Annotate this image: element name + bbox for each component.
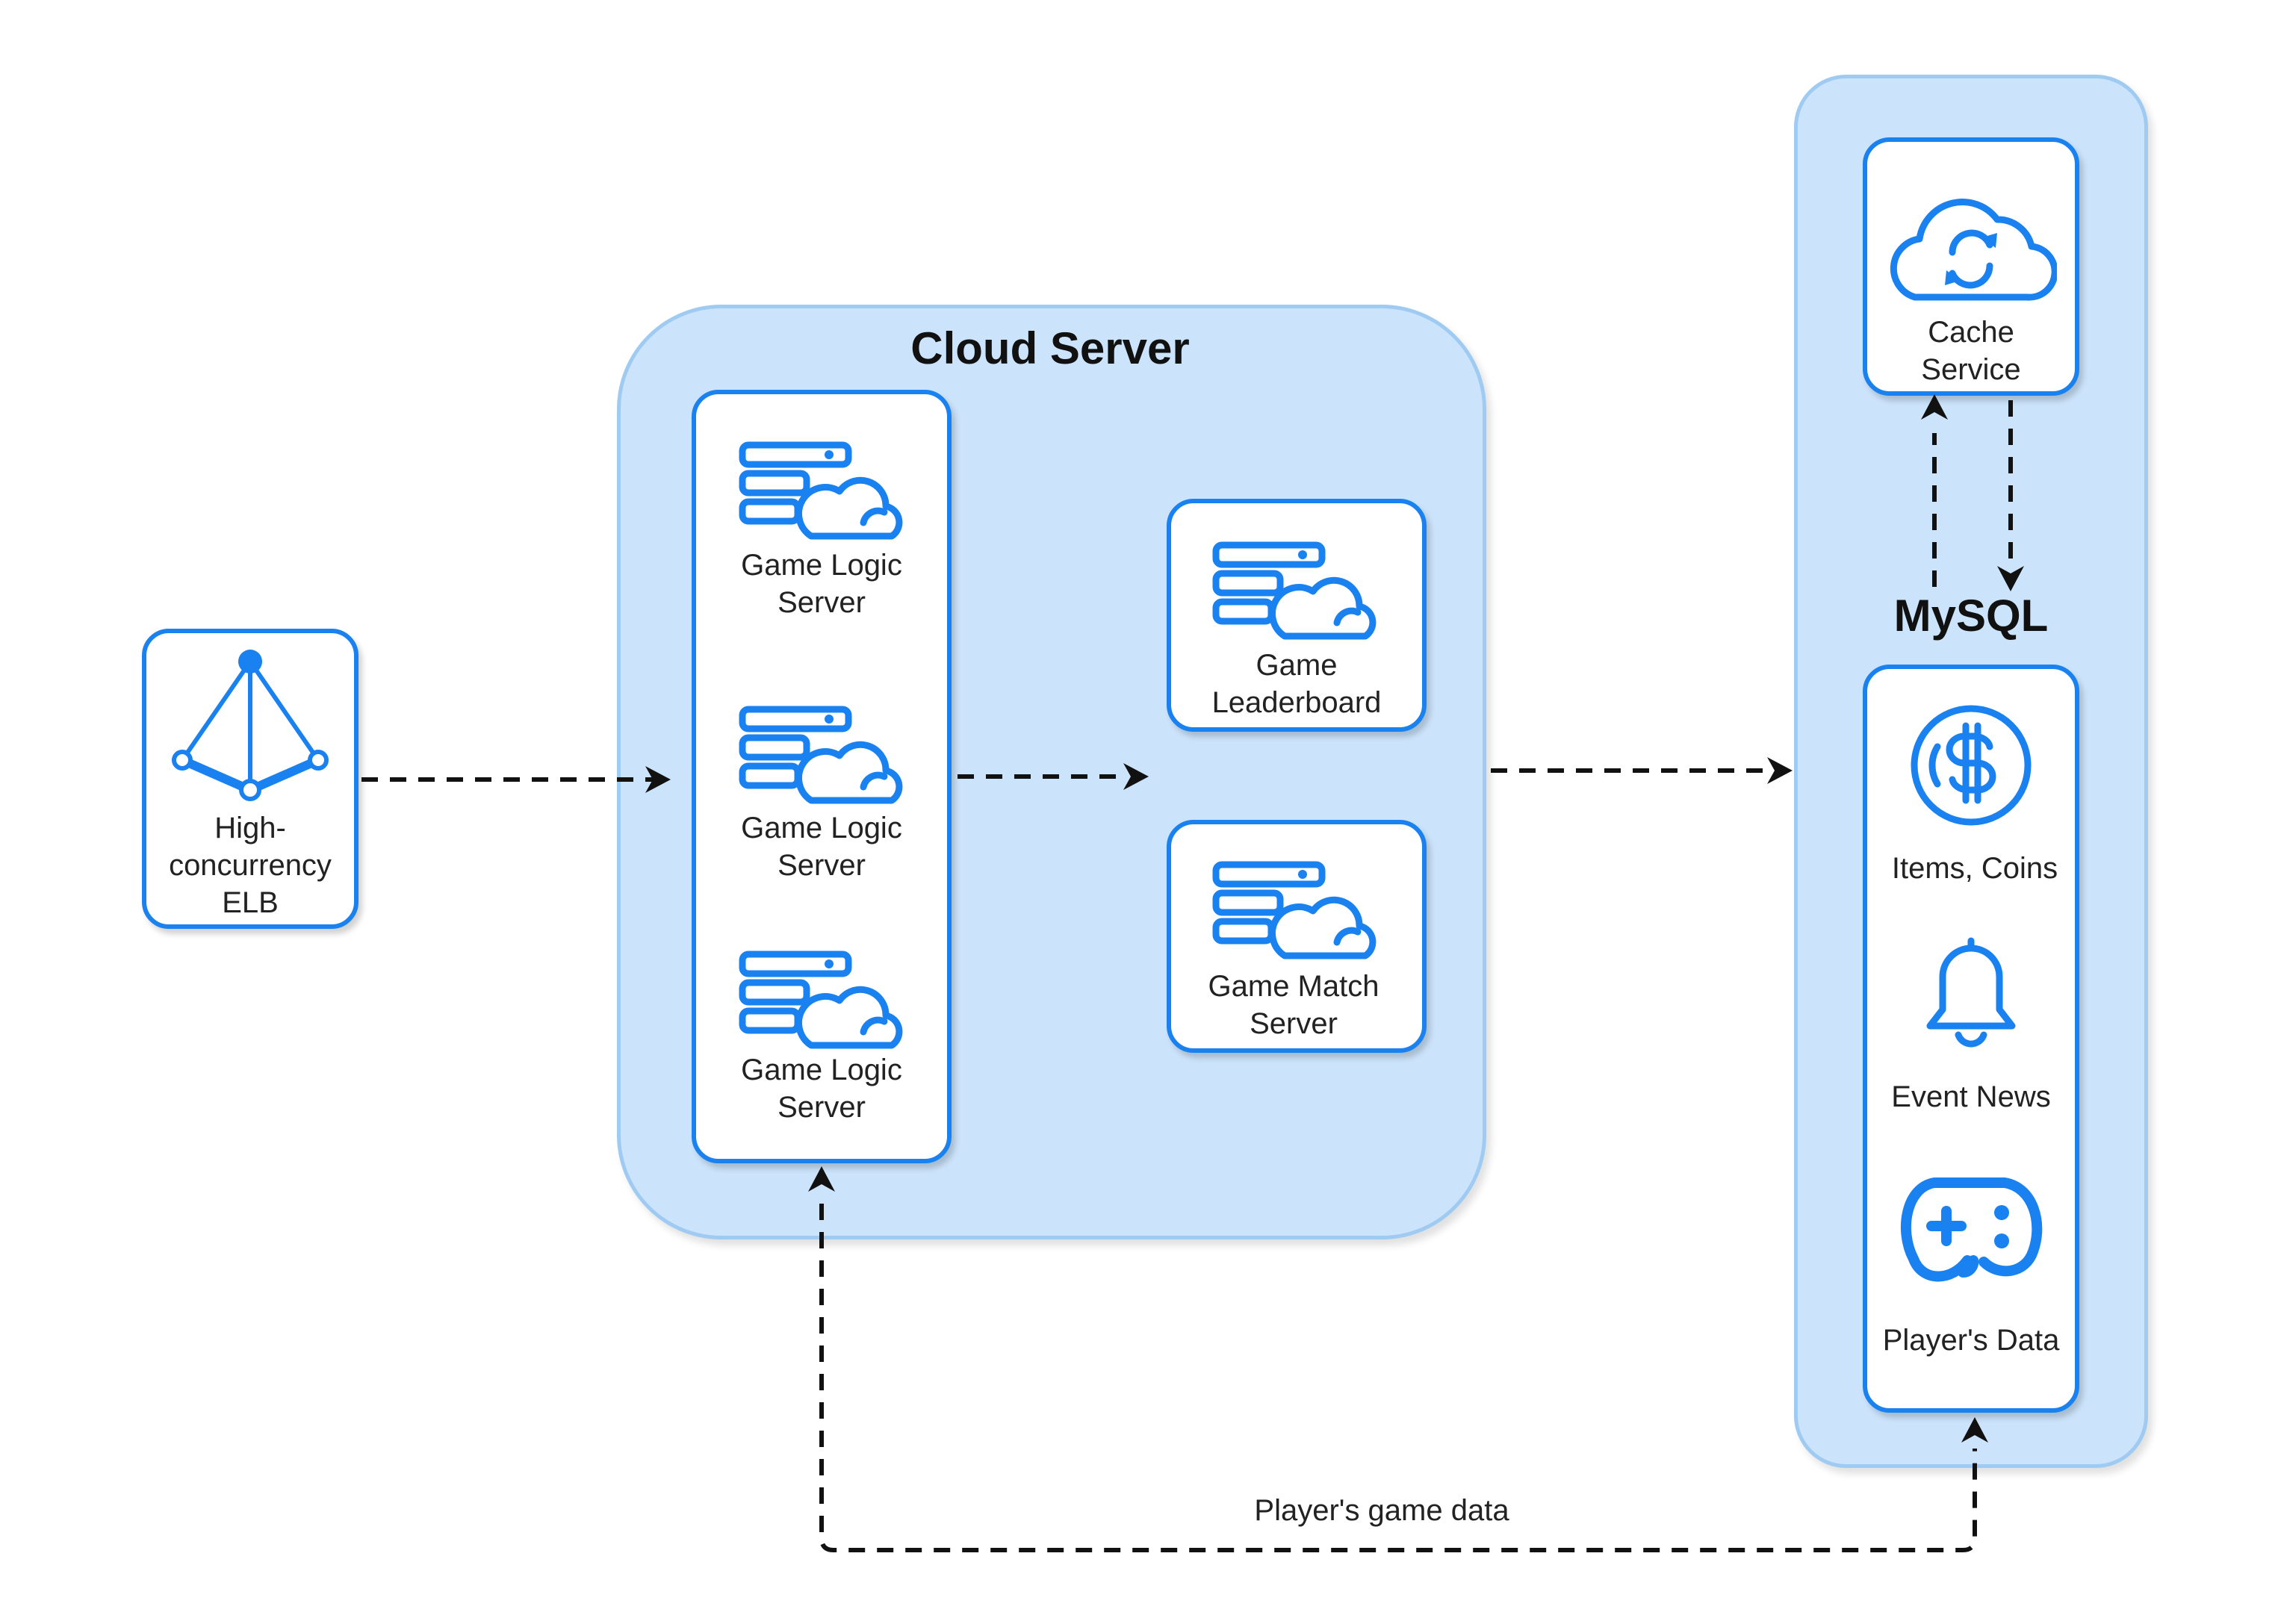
- dollar-coin-icon: [1911, 705, 2032, 826]
- cloud-server-title: Cloud Server: [910, 323, 1190, 373]
- game-leaderboard-node[interactable]: [1167, 499, 1427, 732]
- mysql-title: MySQL: [1893, 591, 2049, 641]
- items-coins-label: Items, Coins: [1891, 852, 2058, 885]
- server-cloud-icon: [739, 706, 903, 804]
- players-game-data-label: Player's game data: [1254, 1494, 1509, 1527]
- game-match-server-label: Game Match Server: [1208, 970, 1379, 1040]
- game-logic-servers-card: [692, 390, 952, 1163]
- cache-service-node[interactable]: [1863, 137, 2079, 396]
- server-cloud-icon: [739, 441, 903, 540]
- cloud-sync-icon: [1890, 199, 2057, 301]
- players-data-label: Player's Data: [1882, 1324, 2060, 1357]
- game-match-server-node[interactable]: [1167, 820, 1427, 1053]
- bell-icon: [1926, 937, 2016, 1048]
- cache-service-label: Cache Service: [1921, 316, 2021, 386]
- server-cloud-icon: [739, 951, 903, 1049]
- server-cloud-icon: [1212, 861, 1377, 959]
- game-logic-server-2-label: Game Logic Server: [741, 812, 902, 882]
- event-news-label: Event News: [1891, 1080, 2051, 1113]
- server-cloud-icon: [1212, 541, 1377, 640]
- gamepad-icon: [1900, 1177, 2043, 1282]
- game-logic-server-1-label: Game Logic Server: [741, 549, 902, 619]
- game-leaderboard-label: Game Leaderboard: [1211, 649, 1382, 719]
- load-balancer-icon: [172, 650, 329, 801]
- arrowhead: [1767, 757, 1793, 784]
- elb-label: High- concurrency ELB: [169, 812, 332, 919]
- game-logic-server-3-label: Game Logic Server: [741, 1054, 902, 1124]
